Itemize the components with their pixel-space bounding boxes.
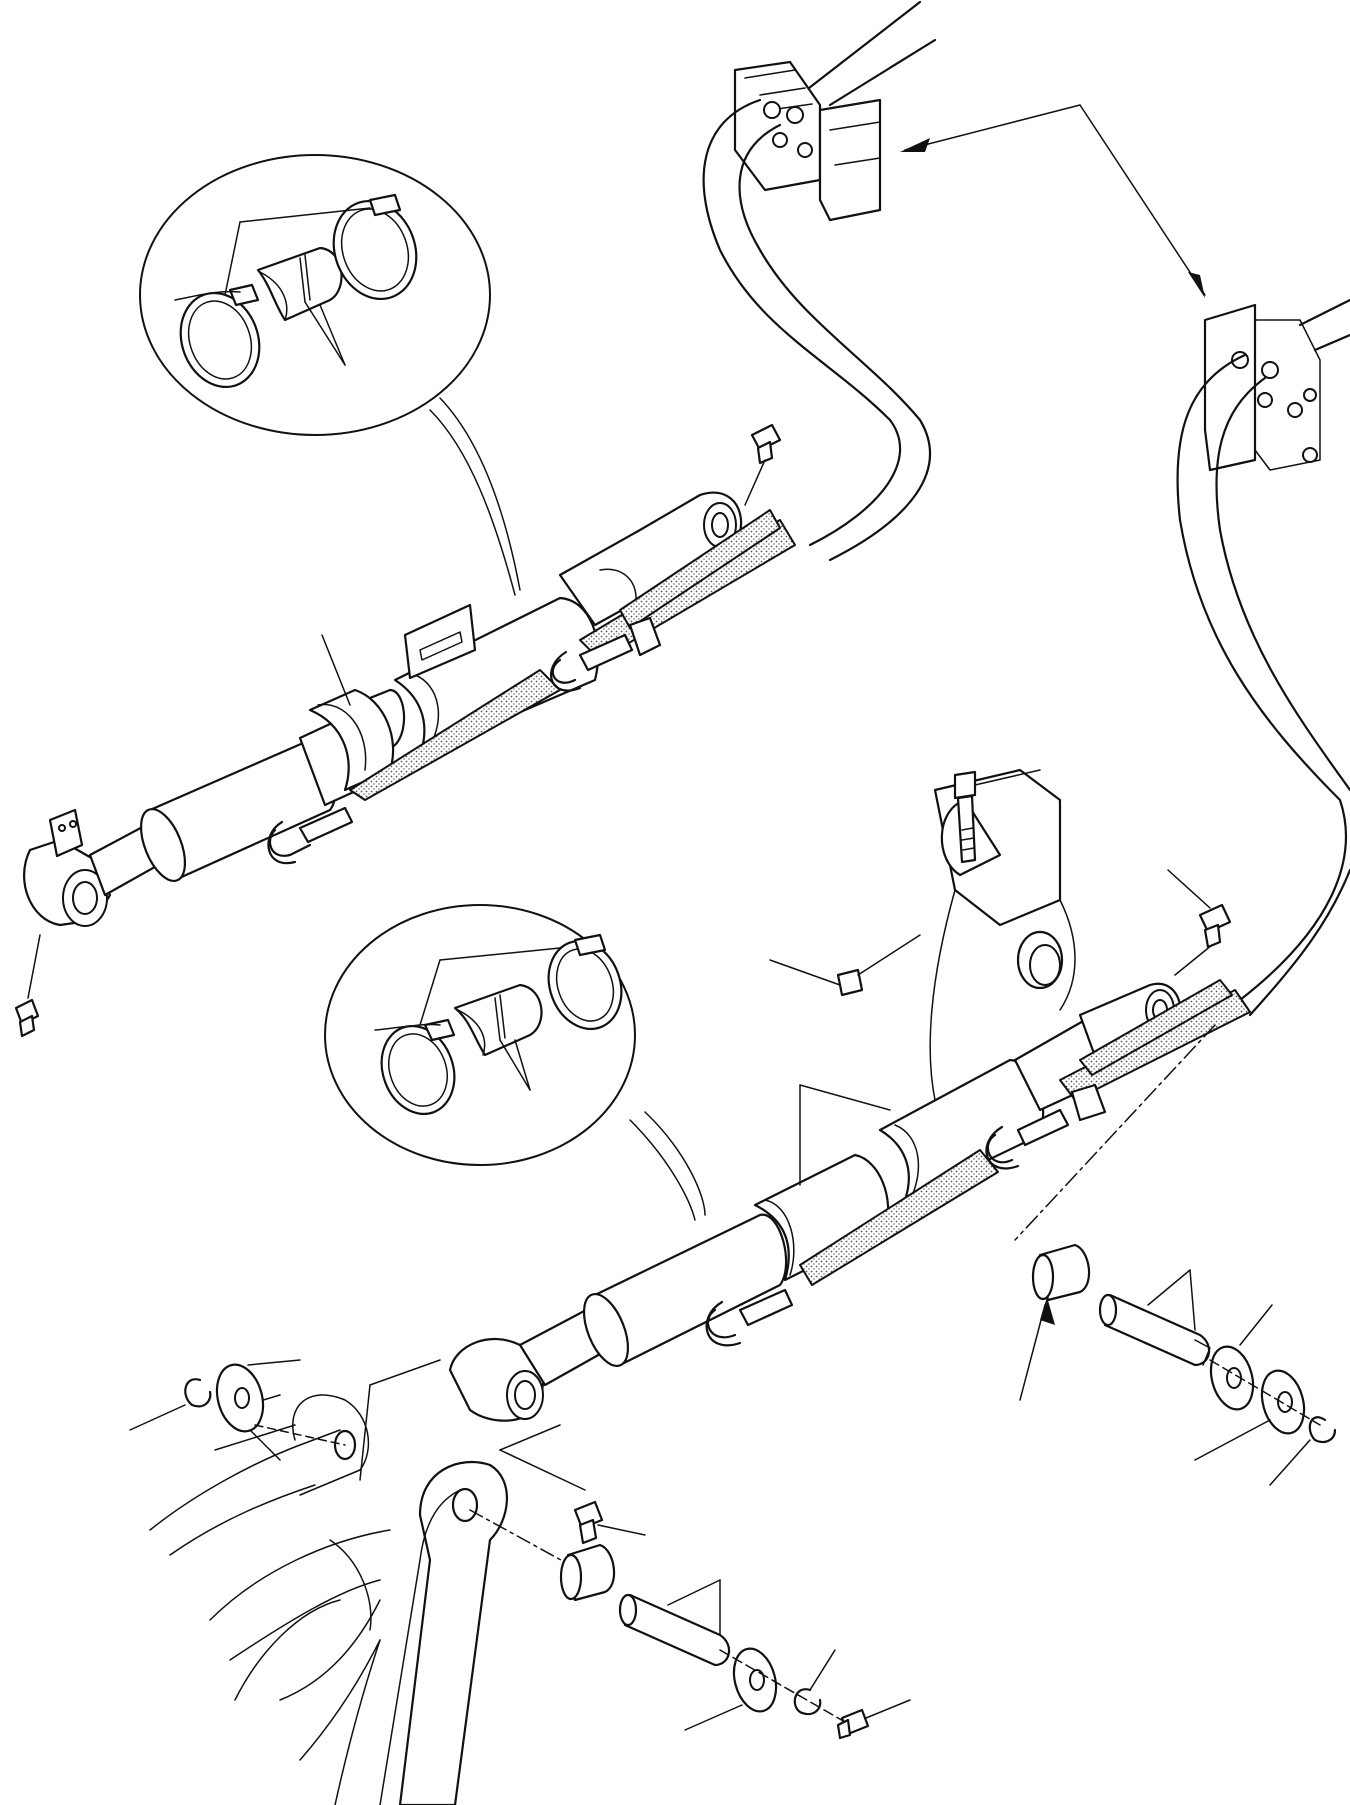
lower-cylinder-hose-fitting-elbow-right [985,1083,1107,1170]
upper-cylinder-hose-fitting-elbow-left [267,806,354,865]
grease-nipple-lower-pin [836,1699,911,1740]
detail-bubble-lower-clamp-sleeve [324,904,706,1221]
hose-pair-right-lower-loop [1176,353,1350,1017]
hose-pair-right-upper-loop [702,98,931,562]
detail-bubble-upper-clamp-sleeve [139,154,521,596]
bushing-lower [559,1543,616,1602]
pivot-pin-right [1098,1269,1211,1367]
washer-left [215,1359,346,1446]
grease-nipple-upper-rod-eye [744,423,782,506]
upper-cylinder-rod-end-eye [23,808,112,927]
boom-arm-bracket [149,1394,508,1805]
snap-ring-lower [793,1649,836,1716]
upper-cylinder-hose-fitting-elbow-right [549,616,662,692]
snap-ring-right [1269,1416,1337,1486]
centerline-right-stack [1209,1359,1321,1426]
lower-cylinder-rod-end-eye [448,1337,547,1422]
centerline-lower-stack [719,1649,846,1723]
leader-line-lower-guard [799,1084,891,1186]
grease-nipple-lower-rod-end [573,1500,646,1545]
leader-line-upper-guard [321,634,351,706]
washer-lower [684,1647,778,1731]
centerline-right-pin [1014,1024,1216,1241]
lower-cylinder-hydraulic-hose [799,979,1251,1286]
hex-nut [769,934,921,997]
centerline-lower-pin [469,1509,571,1566]
pivot-pin-lower [618,1579,731,1667]
snap-ring-left [129,1378,212,1431]
frame-tube-upper [798,0,937,107]
lower-cylinder-hose-fitting-elbow-left [705,1288,794,1347]
lower-cylinder-barrel [582,1213,788,1367]
leader-arrow-bushing [1019,1297,1055,1401]
frame-tube-lower [1298,298,1350,352]
grease-nipple-upper-cylinder-base [14,934,41,1038]
upper-cylinder-guard-half-shell-right [393,596,600,757]
leader-arrow-to-clamp-blocks [900,104,1206,298]
washer-right-inner [1209,1304,1273,1411]
leader-line-rod-eye-lower [359,1359,586,1491]
bushing-right [1031,1243,1091,1302]
hex-bolt [953,769,1041,864]
grease-nipple-lower-rod-eye [1167,869,1232,976]
hose-clamp-block-lower [1203,303,1321,472]
